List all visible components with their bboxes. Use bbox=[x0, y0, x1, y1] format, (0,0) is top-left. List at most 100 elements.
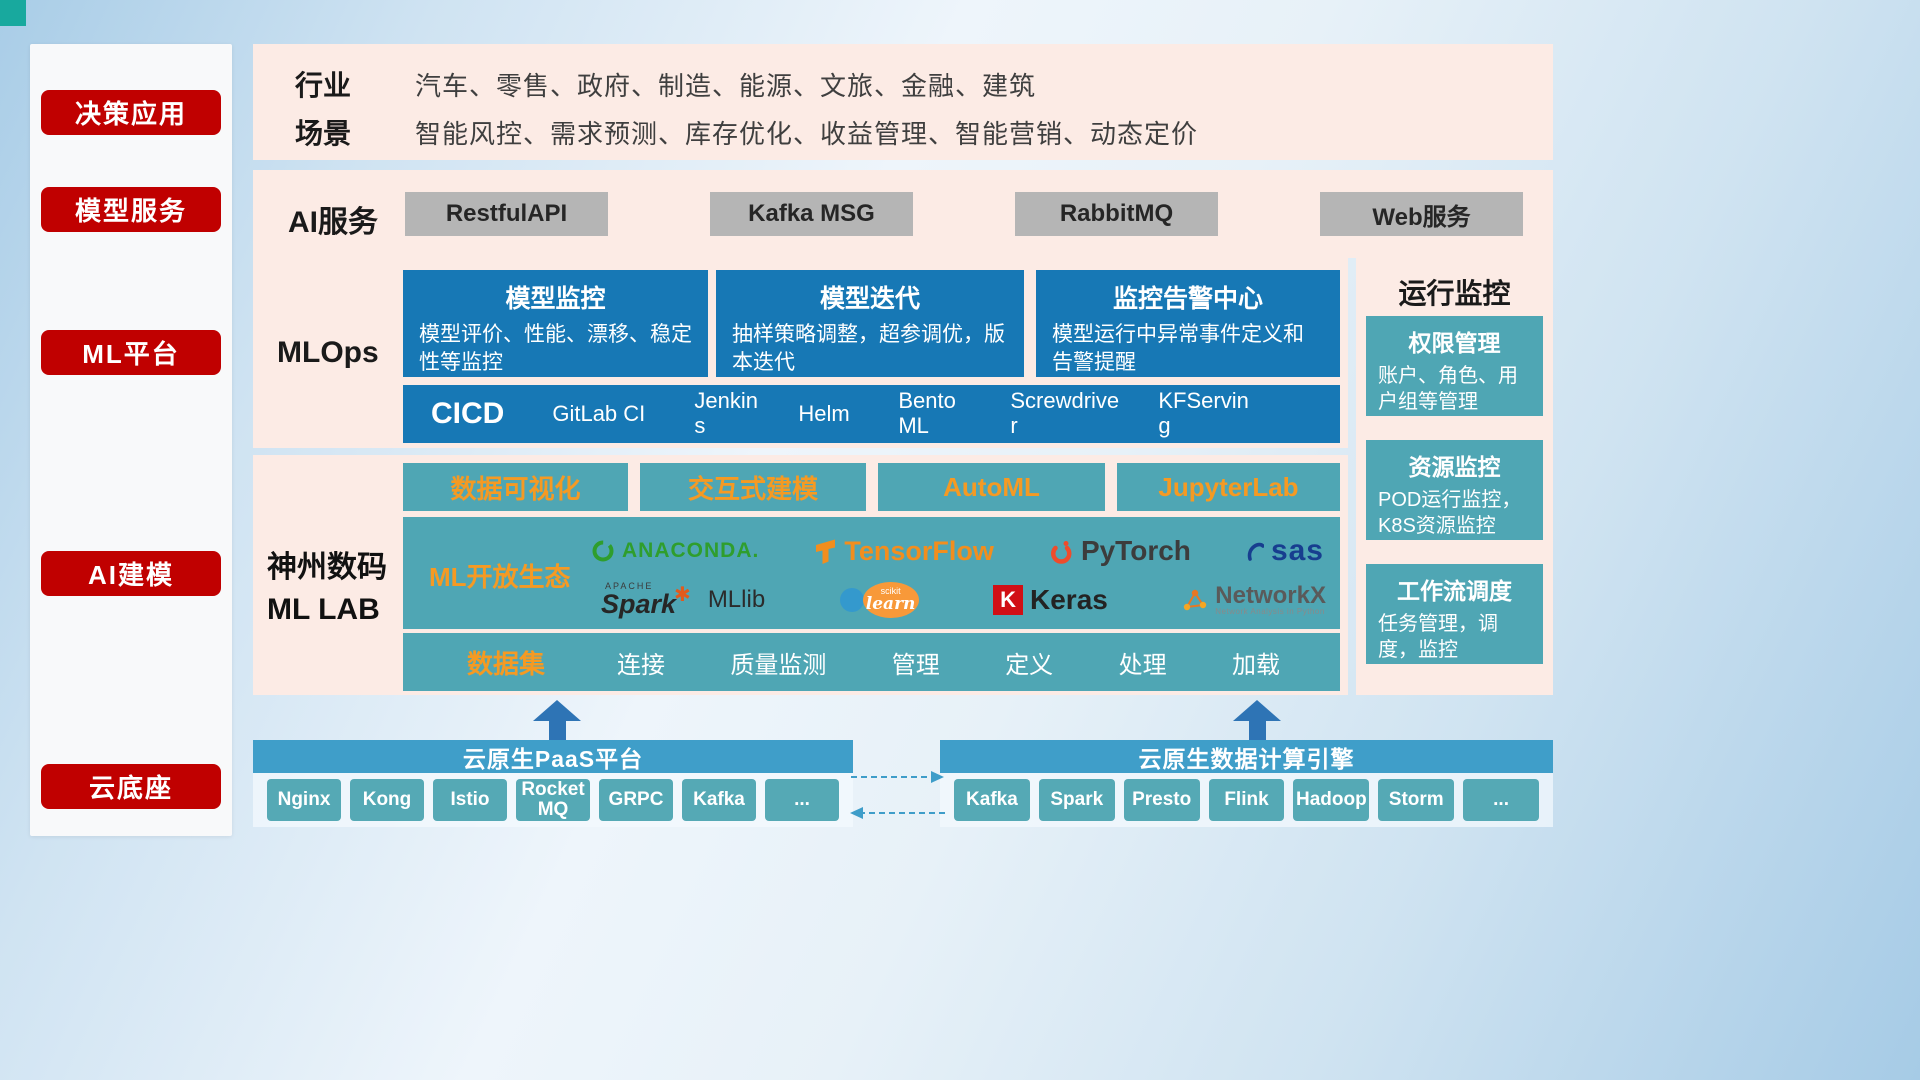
button-label: JupyterLab bbox=[1158, 471, 1299, 502]
card-desc: 模型评价、性能、漂移、稳定性等监控 bbox=[419, 323, 692, 375]
scikit-text: scikit bbox=[880, 586, 901, 596]
tensorflow-logo: TensorFlow bbox=[814, 536, 994, 567]
networkx-subtitle: Network Analysis in Python bbox=[1215, 607, 1325, 617]
engine-chips: Kafka Spark Presto Flink Hadoop Storm ..… bbox=[940, 773, 1553, 821]
industry-label: 行业 bbox=[295, 70, 352, 101]
jupyterlab-button: JupyterLab bbox=[1117, 463, 1340, 511]
ecosystem-logo-row-1: ANACONDA. TensorFlow PyTorch sas bbox=[591, 529, 1324, 573]
dataset-label: 数据集 bbox=[467, 648, 546, 679]
ml-lab-label: 神州数码 ML LAB bbox=[267, 547, 387, 631]
chip-kafka: Kafka bbox=[954, 779, 1030, 821]
sidebar-item-label: AI建模 bbox=[87, 560, 174, 590]
dataset-bar: 数据集 连接 质量监测 管理 定义 处理 加载 bbox=[403, 633, 1340, 691]
ml-ecosystem-box: ML开放生态 ANACONDA. TensorFlow PyTorch bbox=[403, 517, 1340, 629]
chip-flink: Flink bbox=[1208, 779, 1285, 821]
card-desc: 任务管理，调度，监控 bbox=[1378, 613, 1498, 661]
spark-text: Spark bbox=[601, 589, 677, 619]
dataset-item-manage: 管理 bbox=[891, 651, 940, 679]
sklearn-orange-blob-icon: scikit learn bbox=[862, 582, 919, 618]
cicd-item-kfserving: KFServing bbox=[1158, 388, 1249, 438]
paas-header: 云原生PaaS平台 bbox=[253, 740, 853, 773]
ml-lab-label-line2: ML LAB bbox=[267, 593, 380, 626]
sidebar-item-label: 决策应用 bbox=[74, 99, 187, 129]
sidebar-item-ai-modeling: AI建模 bbox=[41, 551, 221, 596]
card-title: 工作流调度 bbox=[1397, 578, 1512, 604]
restfulapi-button: RestfulAPI bbox=[405, 192, 608, 236]
chip-spark: Spark bbox=[1038, 779, 1115, 821]
model-monitoring-card: 模型监控 模型评价、性能、漂移、稳定性等监控 bbox=[403, 270, 708, 377]
sidebar-item-label: 云底座 bbox=[88, 773, 173, 803]
chip-more: ... bbox=[765, 779, 839, 821]
chip-kafka: Kafka bbox=[682, 779, 756, 821]
button-label: RabbitMQ bbox=[1059, 200, 1174, 227]
dataset-items: 连接 质量监测 管理 定义 处理 加载 bbox=[617, 645, 1280, 680]
interactive-modeling-button: 交互式建模 bbox=[640, 463, 866, 511]
chip-presto: Presto bbox=[1123, 779, 1200, 821]
data-visualization-button: 数据可视化 bbox=[403, 463, 628, 511]
rabbitmq-button: RabbitMQ bbox=[1015, 192, 1218, 236]
tensorflow-text: TensorFlow bbox=[844, 535, 994, 566]
dataset-item-define: 定义 bbox=[1005, 651, 1054, 679]
card-desc: 模型运行中异常事件定义和告警提醒 bbox=[1052, 323, 1304, 375]
pytorch-logo: PyTorch bbox=[1049, 535, 1191, 567]
resource-monitoring-card: 资源监控 POD运行监控，K8S资源监控 bbox=[1366, 440, 1543, 540]
keras-text: Keras bbox=[1030, 584, 1108, 615]
up-arrow-engine bbox=[1233, 700, 1281, 740]
sidebar-item-label: 模型服务 bbox=[74, 196, 187, 226]
button-label: Web服务 bbox=[1372, 203, 1471, 231]
web-service-button: Web服务 bbox=[1320, 192, 1523, 236]
cicd-item-bentoml: BentoML bbox=[898, 388, 956, 438]
automl-button: AutoML bbox=[878, 463, 1105, 511]
chip-label: ... bbox=[794, 789, 810, 811]
ai-service-label: AI服务 bbox=[288, 206, 378, 239]
industry-list: 汽车、零售、政府、制造、能源、文旅、金融、建筑 bbox=[415, 71, 1037, 101]
chip-label: Spark bbox=[1050, 789, 1104, 811]
dashed-arrows bbox=[850, 771, 945, 819]
chip-kong: Kong bbox=[350, 779, 424, 821]
cicd-label: CICD bbox=[431, 397, 505, 430]
button-label: AutoML bbox=[943, 471, 1040, 502]
scikit-learn-logo: scikit learn bbox=[839, 582, 919, 618]
chip-label: Storm bbox=[1388, 789, 1444, 811]
up-arrow-paas bbox=[533, 700, 581, 740]
sidebar-item-cloud-base: 云底座 bbox=[41, 764, 221, 809]
sidebar-item-ml-platform: ML平台 bbox=[41, 330, 221, 375]
card-title: 监控告警中心 bbox=[1112, 285, 1263, 313]
data-engine-header: 云原生数据计算引擎 bbox=[940, 740, 1553, 773]
dataset-item-connect: 连接 bbox=[617, 651, 666, 679]
chip-label: ... bbox=[1493, 789, 1509, 811]
mllib-text: MLlib bbox=[707, 586, 766, 613]
networkx-icon bbox=[1184, 589, 1207, 611]
pytorch-icon bbox=[1050, 540, 1072, 564]
chip-storm: Storm bbox=[1378, 779, 1455, 821]
button-label: 数据可视化 bbox=[450, 473, 581, 504]
ml-ecosystem-label: ML开放生态 bbox=[429, 562, 571, 592]
sidebar-item-decision-apps: 决策应用 bbox=[41, 90, 221, 135]
networkx-text: NetworkX bbox=[1215, 582, 1326, 610]
mlops-label: MLOps bbox=[277, 336, 379, 369]
keras-logo: K Keras bbox=[993, 584, 1108, 616]
anaconda-icon bbox=[592, 540, 614, 562]
anaconda-text: ANACONDA. bbox=[622, 539, 760, 562]
operations-monitoring-panel: 运行监控 权限管理 账户、角色、用户组等管理 资源监控 POD运行监控，K8S资… bbox=[1356, 258, 1553, 695]
data-engine-title: 云原生数据计算引擎 bbox=[1138, 745, 1355, 772]
scenario-label: 场景 bbox=[295, 118, 352, 149]
ml-lab-label-line1: 神州数码 bbox=[267, 551, 387, 584]
sidebar: 决策应用 模型服务 ML平台 AI建模 云底座 bbox=[30, 44, 232, 836]
button-label: Kafka MSG bbox=[748, 200, 875, 227]
chip-hadoop: Hadoop bbox=[1293, 779, 1370, 821]
chip-label: Kong bbox=[362, 789, 412, 811]
networkx-logo: NetworkX Network Analysis in Python bbox=[1182, 583, 1326, 617]
chip-nginx: Nginx bbox=[267, 779, 341, 821]
card-desc: 账户、角色、用户组等管理 bbox=[1378, 365, 1518, 413]
sas-text: sas bbox=[1270, 534, 1324, 567]
spark-mllib-logo: APACHE Spark ✱ MLlib bbox=[601, 582, 765, 618]
data-engine-panel: 云原生数据计算引擎 Kafka Spark Presto Flink Hadoo… bbox=[940, 740, 1553, 827]
anaconda-logo: ANACONDA. bbox=[591, 539, 759, 563]
chip-label: RocketMQ bbox=[521, 779, 585, 820]
chip-rocketmq: RocketMQ bbox=[516, 779, 590, 821]
corner-accent bbox=[0, 0, 26, 26]
kafka-msg-button: Kafka MSG bbox=[710, 192, 913, 236]
keras-k-icon: K bbox=[993, 585, 1024, 615]
permission-management-card: 权限管理 账户、角色、用户组等管理 bbox=[1366, 316, 1543, 416]
